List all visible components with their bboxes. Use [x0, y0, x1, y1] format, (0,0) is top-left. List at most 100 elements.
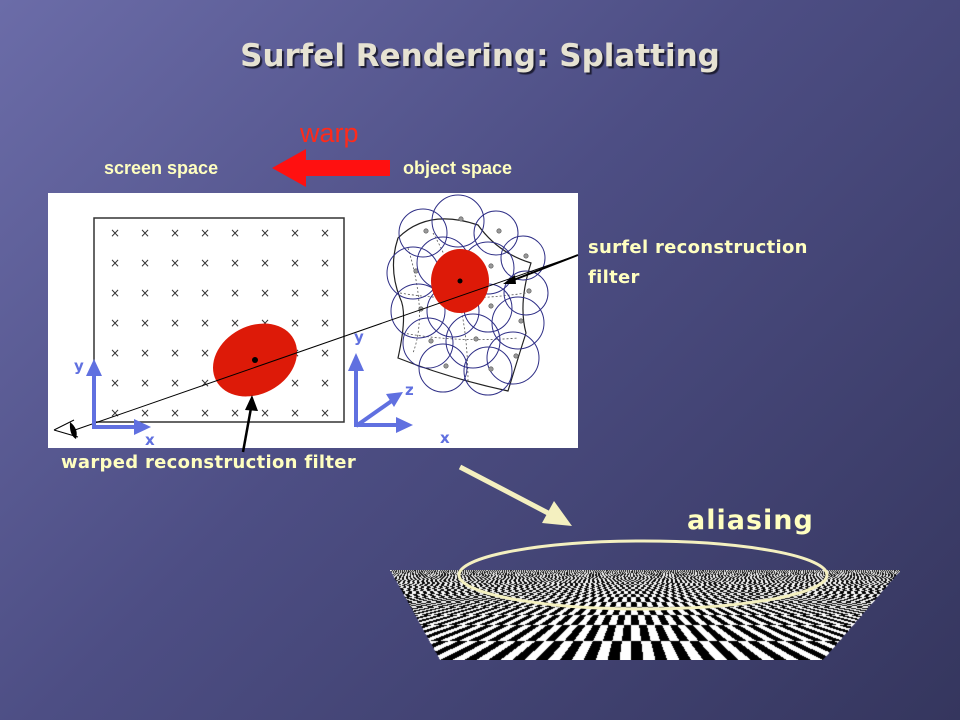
grid-mark: × [320, 226, 330, 240]
surfel-center-dot [526, 288, 532, 294]
aliased-checkerboard [390, 570, 900, 660]
surfel-center-dot [458, 216, 464, 222]
surfel-center-dot [443, 363, 449, 369]
aliasing-label: aliasing [687, 505, 814, 536]
grid-mark: × [140, 316, 150, 330]
grid-mark: × [170, 226, 180, 240]
surfel-circle [418, 343, 468, 393]
grid-mark: × [140, 406, 150, 420]
grid-mark: × [140, 376, 150, 390]
grid-mark: × [140, 346, 150, 360]
grid-mark: × [110, 226, 120, 240]
object-z-arrowhead [386, 392, 403, 407]
grid-mark: × [170, 256, 180, 270]
object-surface-outline [392, 218, 532, 392]
surfel-center-dot [488, 366, 494, 372]
grid-mark: × [110, 376, 120, 390]
warped-filter-pointer-head [245, 395, 258, 411]
surfel-circle [491, 296, 545, 350]
warped-filter-pointer [241, 407, 253, 453]
grid-mark: × [320, 406, 330, 420]
grid-mark: × [260, 406, 270, 420]
screen-x-arrowhead [134, 419, 151, 435]
object-space-label: object space [403, 158, 513, 178]
grid-mark: × [260, 316, 270, 330]
grid-mark: × [230, 406, 240, 420]
grid-mark: × [230, 316, 240, 330]
grid-mark: × [170, 346, 180, 360]
grid-mark: × [170, 376, 180, 390]
diagram-svg: × × × × × × × × × × × × × × × × × × × × × × × × × × × × × × × × × × × × × × × ×… [53, 194, 579, 449]
surfel-circle [398, 208, 448, 258]
surfel-circle [431, 194, 485, 248]
grid-mark: × [290, 286, 300, 300]
warp-arrow [272, 149, 390, 187]
grid-mark: × [320, 316, 330, 330]
object-x-label: x [440, 429, 450, 447]
screen-y-label: y [74, 357, 84, 375]
grid-mark: × [200, 286, 210, 300]
grid-mark: × [260, 286, 270, 300]
warped-filter-label: warped reconstruction filter [61, 452, 356, 473]
surfel-circle [503, 270, 549, 316]
slide-title: Surfel Rendering: Splatting [240, 38, 720, 74]
surfel-circle [445, 313, 501, 369]
grid-mark: × [170, 406, 180, 420]
grid-mark: × [320, 256, 330, 270]
surfel-filter-pointer [505, 254, 579, 284]
eye-icon [53, 419, 79, 439]
grid-mark: × [230, 226, 240, 240]
object-z-axis [354, 398, 395, 428]
grid-mark: × [110, 286, 120, 300]
grid-mark: × [110, 316, 120, 330]
surfel-circle [463, 346, 513, 396]
surfel-circle [390, 283, 446, 339]
screen-x-label: x [145, 431, 155, 448]
surfel-center-dot [513, 353, 519, 359]
surfel-center-dot [473, 336, 479, 342]
diagram-panel: × × × × × × × × × × × × × × × × × × × × × × × × × × × × × × × × × × × × × × × ×… [48, 193, 579, 449]
warped-splat-center [252, 357, 258, 363]
surface-dotted-line-4 [402, 332, 519, 341]
surface-dotted-line-1 [407, 247, 420, 354]
screen-y-arrowhead [86, 359, 102, 376]
grid-mark: × [200, 256, 210, 270]
object-y-arrowhead [348, 353, 364, 371]
grid-mark: × [140, 256, 150, 270]
grid-mark: × [290, 256, 300, 270]
result-arrow [458, 464, 572, 526]
object-x-arrowhead [396, 417, 413, 433]
grid-mark: × [290, 226, 300, 240]
surfel-circle [402, 317, 454, 369]
grid-mark: × [290, 406, 300, 420]
surfel-center-dot [423, 228, 429, 234]
surfel-filter-pointer-head [503, 275, 516, 284]
grid-mark: × [290, 316, 300, 330]
grid-mark: × [110, 256, 120, 270]
grid-mark: × [260, 256, 270, 270]
surfel-splat-center [457, 278, 463, 284]
surfel-center-dot [488, 303, 494, 309]
grid-mark: × [140, 286, 150, 300]
grid-mark: × [200, 376, 210, 390]
grid-mark: × [170, 316, 180, 330]
object-z-label: z [405, 381, 414, 399]
surfel-circle [500, 235, 546, 281]
grid-mark: × [200, 346, 210, 360]
grid-mark: × [140, 226, 150, 240]
grid-mark: × [320, 286, 330, 300]
surfel-filter-label: surfel reconstruction filter [588, 237, 808, 288]
grid-mark: × [320, 376, 330, 390]
grid-mark: × [200, 226, 210, 240]
grid-mark: × [230, 286, 240, 300]
object-y-label: y [354, 328, 364, 346]
grid-mark: × [230, 256, 240, 270]
surfel-center-dot [496, 228, 502, 234]
grid-mark: × [110, 406, 120, 420]
grid-mark: × [260, 226, 270, 240]
surfel-circle [486, 331, 540, 385]
screen-grid-frame [93, 217, 345, 423]
grid-mark: × [200, 316, 210, 330]
screen-space-label: screen space [104, 158, 219, 178]
